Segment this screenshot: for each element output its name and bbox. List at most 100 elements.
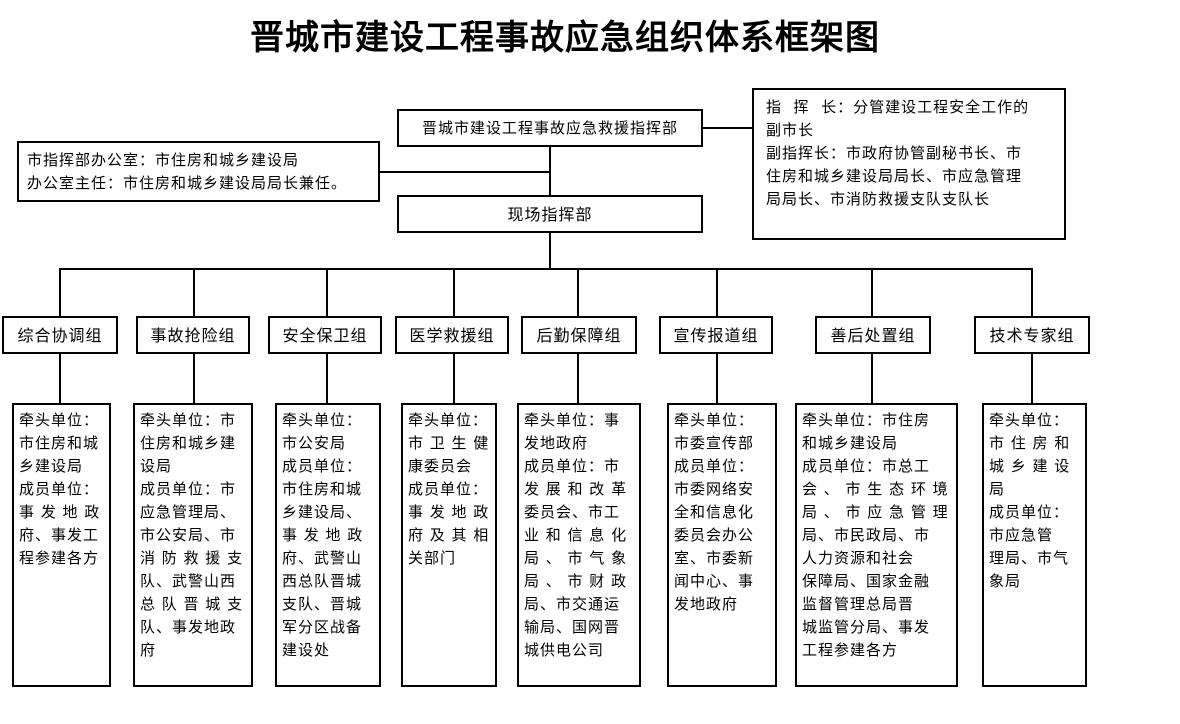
group-name: 后勤保障组 bbox=[536, 325, 622, 345]
drop-line bbox=[577, 268, 579, 316]
detail-line: 牵头单位：市住房 bbox=[802, 411, 931, 429]
detail-line: 消 防 救 援 支 bbox=[140, 549, 244, 567]
detail-line: 发地政府 bbox=[674, 595, 739, 613]
detail-line: 牵头单位：市 bbox=[140, 411, 237, 429]
drop-line bbox=[59, 268, 61, 316]
connector-office bbox=[380, 171, 549, 173]
field-hq-label: 现场指挥部 bbox=[507, 204, 593, 224]
office-line-2: 办公室主任：市住房和城乡建设局局长兼任。 bbox=[27, 174, 348, 192]
stem-line bbox=[871, 354, 873, 403]
detail-line: 成员单位： bbox=[19, 480, 100, 498]
detail-line: 局、市民政局、市 bbox=[802, 526, 931, 544]
detail-line: 市住房和城 bbox=[282, 480, 363, 498]
detail-line: 和城乡建设局 bbox=[802, 434, 899, 452]
detail-line: 府、武警山 bbox=[282, 549, 363, 567]
connector-hq-leaders bbox=[703, 127, 752, 129]
detail-line: 应急管理局、 bbox=[140, 503, 237, 521]
leaders-line-2: 副市长 bbox=[766, 121, 815, 139]
detail-box: 牵头单位：事 发地政府 成员单位：市 发 展 和 改 革 委员会、市工 业 和 … bbox=[517, 403, 641, 687]
drop-line bbox=[716, 268, 718, 316]
detail-line: 乡建设局、 bbox=[282, 503, 363, 521]
stem-line bbox=[59, 354, 61, 403]
detail-line: 市 住 房 和 bbox=[989, 434, 1071, 452]
detail-box: 牵头单位： 市 住 房 和 城 乡 建 设 局 成员单位： 市应急管 理局、市气… bbox=[982, 403, 1087, 687]
detail-line: 支队、晋城 bbox=[282, 595, 363, 613]
hq-label: 晋城市建设工程事故应急救援指挥部 bbox=[421, 118, 678, 137]
detail-line: 人力资源和社会 bbox=[802, 549, 915, 567]
detail-line: 牵头单位： bbox=[408, 411, 489, 429]
group-name: 事故抢险组 bbox=[150, 325, 236, 345]
detail-box: 牵头单位： 市 卫 生 健 康委员会 成员单位： 事 发 地 政 府 及 其 相… bbox=[401, 403, 497, 687]
detail-line: 委员会、市工 bbox=[524, 503, 621, 521]
group-box: 后勤保障组 bbox=[521, 316, 637, 354]
detail-line: 会 、 市 生 态 环 境 bbox=[802, 480, 949, 498]
detail-line: 市委宣传部 bbox=[674, 434, 755, 452]
detail-line: 保障局、国家金融 bbox=[802, 572, 931, 590]
group-name: 安全保卫组 bbox=[282, 325, 368, 345]
detail-line: 府 bbox=[140, 641, 157, 659]
detail-line: 发 展 和 改 革 bbox=[524, 480, 628, 498]
group-name: 宣传报道组 bbox=[673, 325, 759, 345]
leaders-line-5: 局局长、市消防救援支队支队长 bbox=[766, 190, 991, 208]
detail-line: 总 队 晋 城 支 bbox=[140, 595, 244, 613]
stem-line bbox=[326, 354, 328, 403]
detail-line: 牵头单位：事 bbox=[524, 411, 621, 429]
detail-line: 输局、国网晋 bbox=[524, 618, 621, 636]
detail-line: 府、事发工 bbox=[19, 526, 100, 544]
detail-line: 局 、 市 财 政 bbox=[524, 572, 628, 590]
detail-line: 局、市交通运 bbox=[524, 595, 621, 613]
detail-line: 成员单位：市 bbox=[140, 480, 237, 498]
detail-box: 牵头单位：市 住房和城乡建 设局 成员单位：市 应急管理局、 市公安局、市 消 … bbox=[133, 403, 253, 687]
detail-line: 室、市委新 bbox=[674, 549, 755, 567]
detail-line: 成员单位： bbox=[674, 457, 755, 475]
detail-box: 牵头单位： 市公安局 成员单位： 市住房和城 乡建设局、 事 发 地 政 府、武… bbox=[275, 403, 381, 687]
detail-box: 牵头单位： 市住房和城 乡建设局 成员单位： 事 发 地 政 府、事发工 程参建… bbox=[12, 403, 111, 687]
detail-line: 城监管分局、事发 bbox=[802, 618, 931, 636]
detail-line: 全和信息化 bbox=[674, 503, 755, 521]
detail-line: 工程参建各方 bbox=[802, 641, 899, 659]
detail-line: 事 发 地 政 bbox=[408, 503, 490, 521]
detail-line: 事 发 地 政 bbox=[282, 526, 364, 544]
detail-line: 业 和 信 息 化 bbox=[524, 526, 628, 544]
detail-line: 委员会办公 bbox=[674, 526, 755, 544]
drop-line bbox=[326, 268, 328, 316]
detail-line: 城供电公司 bbox=[524, 641, 605, 659]
drop-line bbox=[1031, 268, 1033, 316]
drop-line bbox=[453, 268, 455, 316]
group-name: 技术专家组 bbox=[989, 325, 1075, 345]
stem-line bbox=[193, 354, 195, 403]
group-box: 事故抢险组 bbox=[136, 316, 250, 354]
drop-line bbox=[871, 268, 873, 316]
leaders-box: 指 挥 长：分管建设工程安全工作的 副市长 副指挥长：市政府协管副秘书长、市 住… bbox=[752, 88, 1066, 240]
stem-line bbox=[577, 354, 579, 403]
detail-line: 成员单位：市总工 bbox=[802, 457, 931, 475]
stem-line bbox=[453, 354, 455, 403]
detail-line: 局 bbox=[989, 480, 1006, 498]
group-box: 善后处置组 bbox=[815, 316, 931, 354]
stem-line bbox=[1031, 354, 1033, 403]
detail-line: 西总队晋城 bbox=[282, 572, 363, 590]
detail-line: 发地政府 bbox=[524, 434, 589, 452]
detail-line: 牵头单位： bbox=[674, 411, 755, 429]
detail-line: 程参建各方 bbox=[19, 549, 100, 567]
detail-line: 军分区战备 bbox=[282, 618, 363, 636]
detail-line: 监督管理总局晋 bbox=[802, 595, 915, 613]
leaders-line-4: 住房和城乡建设局局长、市应急管理 bbox=[766, 167, 1023, 185]
detail-line: 市委网络安 bbox=[674, 480, 755, 498]
detail-box: 牵头单位： 市委宣传部 成员单位： 市委网络安 全和信息化 委员会办公 室、市委… bbox=[667, 403, 777, 687]
detail-line: 市公安局、市 bbox=[140, 526, 237, 544]
office-box: 市指挥部办公室：市住房和城乡建设局 办公室主任：市住房和城乡建设局局长兼任。 bbox=[17, 141, 380, 202]
group-box: 安全保卫组 bbox=[268, 316, 382, 354]
drop-line bbox=[193, 268, 195, 316]
detail-line: 成员单位： bbox=[989, 503, 1070, 521]
detail-line: 康委员会 bbox=[408, 457, 473, 475]
detail-line: 队、武警山西 bbox=[140, 572, 237, 590]
detail-line: 城 乡 建 设 bbox=[989, 457, 1071, 475]
group-box: 医学救援组 bbox=[395, 316, 509, 354]
detail-line: 理局、市气 bbox=[989, 549, 1070, 567]
detail-line: 府 及 其 相 bbox=[408, 526, 490, 544]
group-box: 综合协调组 bbox=[2, 316, 118, 354]
detail-line: 建设处 bbox=[282, 641, 331, 659]
connector-hq-down bbox=[549, 147, 551, 195]
detail-line: 队、事发地政 bbox=[140, 618, 237, 636]
